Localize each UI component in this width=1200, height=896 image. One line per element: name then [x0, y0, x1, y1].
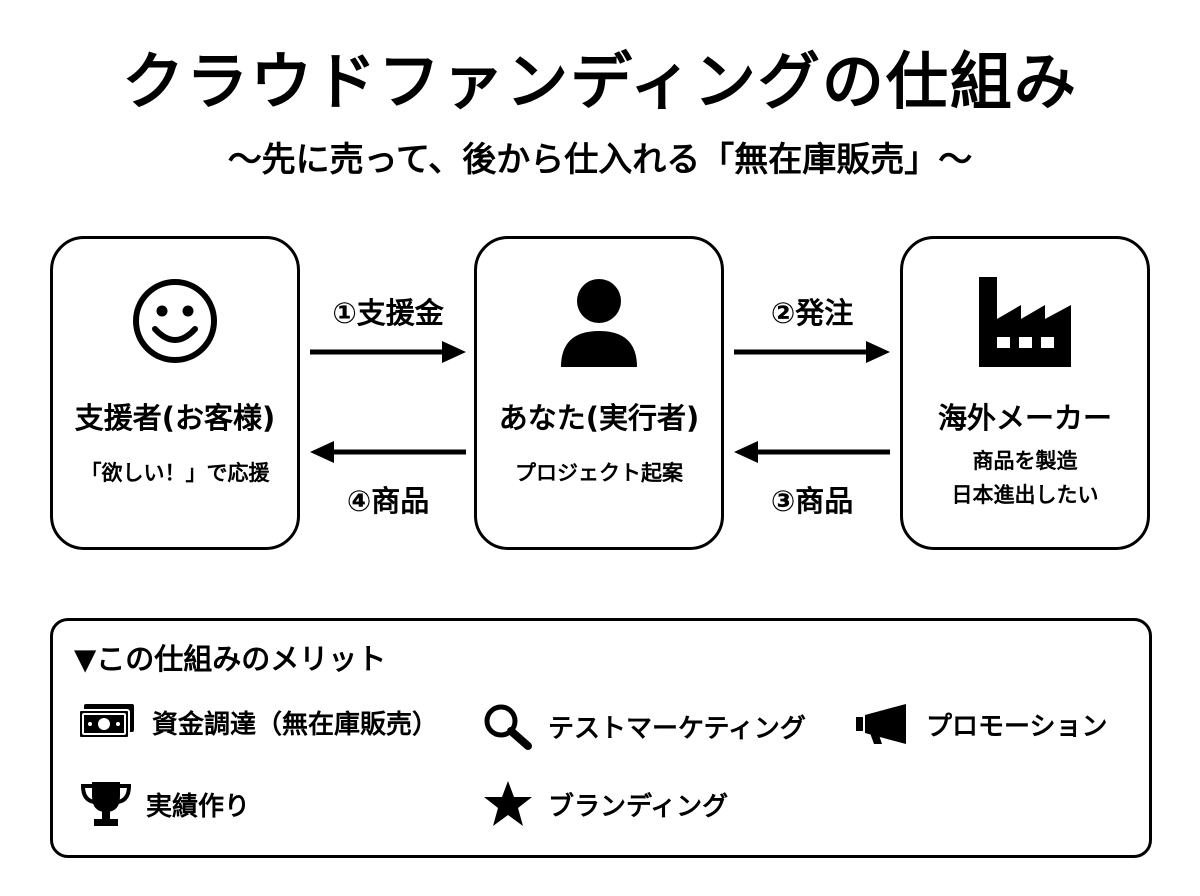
- merit-label-promotion: プロモーション: [926, 711, 1108, 742]
- arrow-left-product: [310, 441, 466, 463]
- merit-label-branding: ブランディング: [548, 791, 729, 822]
- diagram-title: クラウドファンディングの仕組み: [122, 45, 1078, 118]
- arrow-right-support: [310, 341, 466, 363]
- merit-label-funding: 資金調達（無在庫販売）: [152, 709, 439, 740]
- star-icon: [484, 781, 532, 826]
- smiley-face-icon: [53, 277, 297, 365]
- merits-heading: ▼この仕組みのメリット: [74, 642, 387, 676]
- arrow-left-goods: [734, 441, 890, 463]
- arrow-right-order: [734, 341, 890, 363]
- merit-label-track-record: 実績作り: [146, 791, 251, 822]
- merit-label-test-marketing: テストマーケティング: [548, 713, 806, 744]
- merit-item-track-record: 実績作り: [80, 780, 250, 828]
- factory-icon: [903, 273, 1147, 367]
- diagram-subtitle: 〜先に売って、後から仕入れる「無在庫販売」〜: [227, 140, 973, 180]
- maker-box: 海外メーカー 商品を製造 日本進出したい: [900, 236, 1150, 550]
- megaphone-icon: [856, 704, 906, 744]
- flow-step3-label: ③商品: [770, 484, 854, 518]
- supporter-desc: 「欲しい！」で応援: [80, 461, 270, 485]
- maker-name: 海外メーカー: [937, 401, 1112, 435]
- merit-item-test-marketing: テストマーケティング: [482, 702, 806, 750]
- flow-step1-label: ①支援金: [332, 296, 444, 330]
- person-icon: [477, 277, 721, 367]
- merit-item-promotion: プロモーション: [854, 702, 1107, 746]
- flow-step4-label: ④商品: [346, 484, 430, 518]
- flow-step2-label: ②発注: [770, 296, 854, 330]
- you-name: あなた(実行者): [498, 401, 700, 435]
- banknote-icon: [78, 704, 134, 739]
- supporter-name: 支援者(お客様): [74, 401, 276, 435]
- merits-box: [50, 618, 1152, 858]
- maker-desc-line1: 商品を製造: [972, 449, 1078, 473]
- merit-item-branding: ブランディング: [482, 780, 728, 828]
- magnifier-icon: [484, 704, 532, 750]
- you-box: あなた(実行者) プロジェクト起案: [474, 236, 724, 550]
- trophy-icon: [80, 782, 132, 826]
- maker-desc-line2: 日本進出したい: [951, 483, 1099, 507]
- you-desc: プロジェクト起案: [515, 461, 683, 485]
- supporter-box: 支援者(お客様) 「欲しい！」で応援: [50, 236, 300, 550]
- merit-item-funding: 資金調達（無在庫販売）: [76, 702, 438, 742]
